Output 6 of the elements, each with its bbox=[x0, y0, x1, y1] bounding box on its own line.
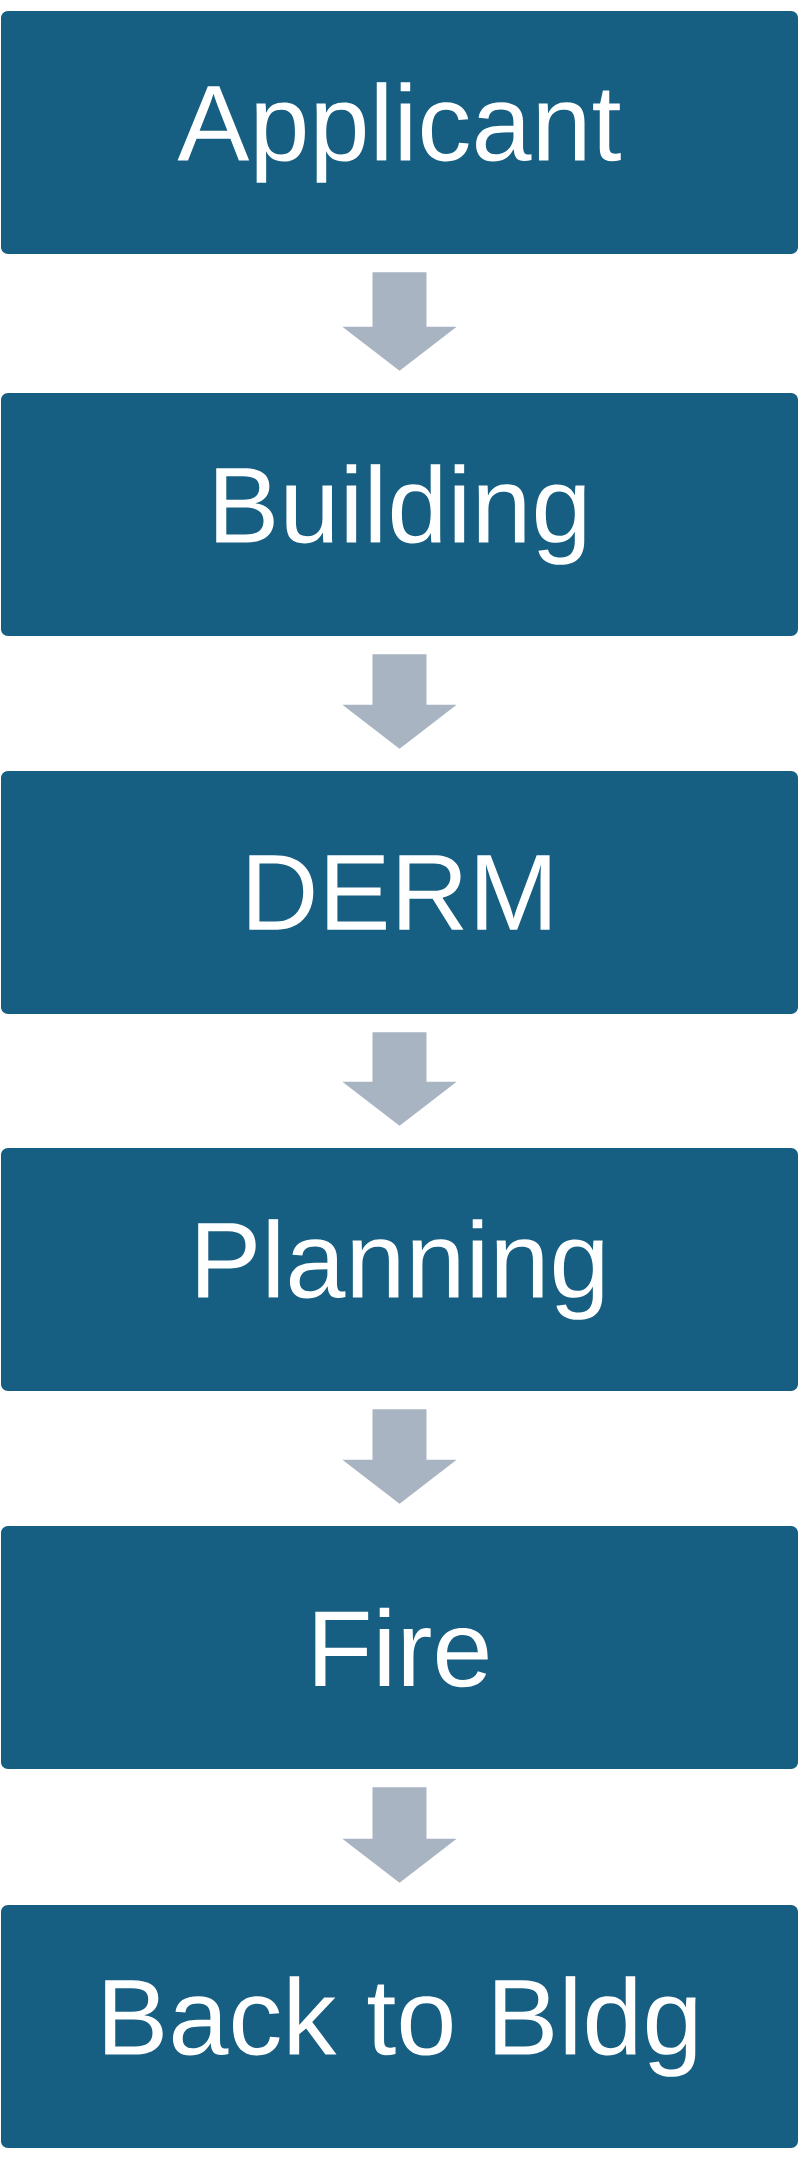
process-box: Building bbox=[1, 393, 798, 636]
process-box: Fire bbox=[1, 1526, 798, 1769]
process-box: Back to Bldg bbox=[1, 1905, 798, 2148]
process-box: DERM bbox=[1, 771, 798, 1014]
process-box: Applicant bbox=[1, 11, 798, 254]
process-box: Planning bbox=[1, 1148, 798, 1391]
